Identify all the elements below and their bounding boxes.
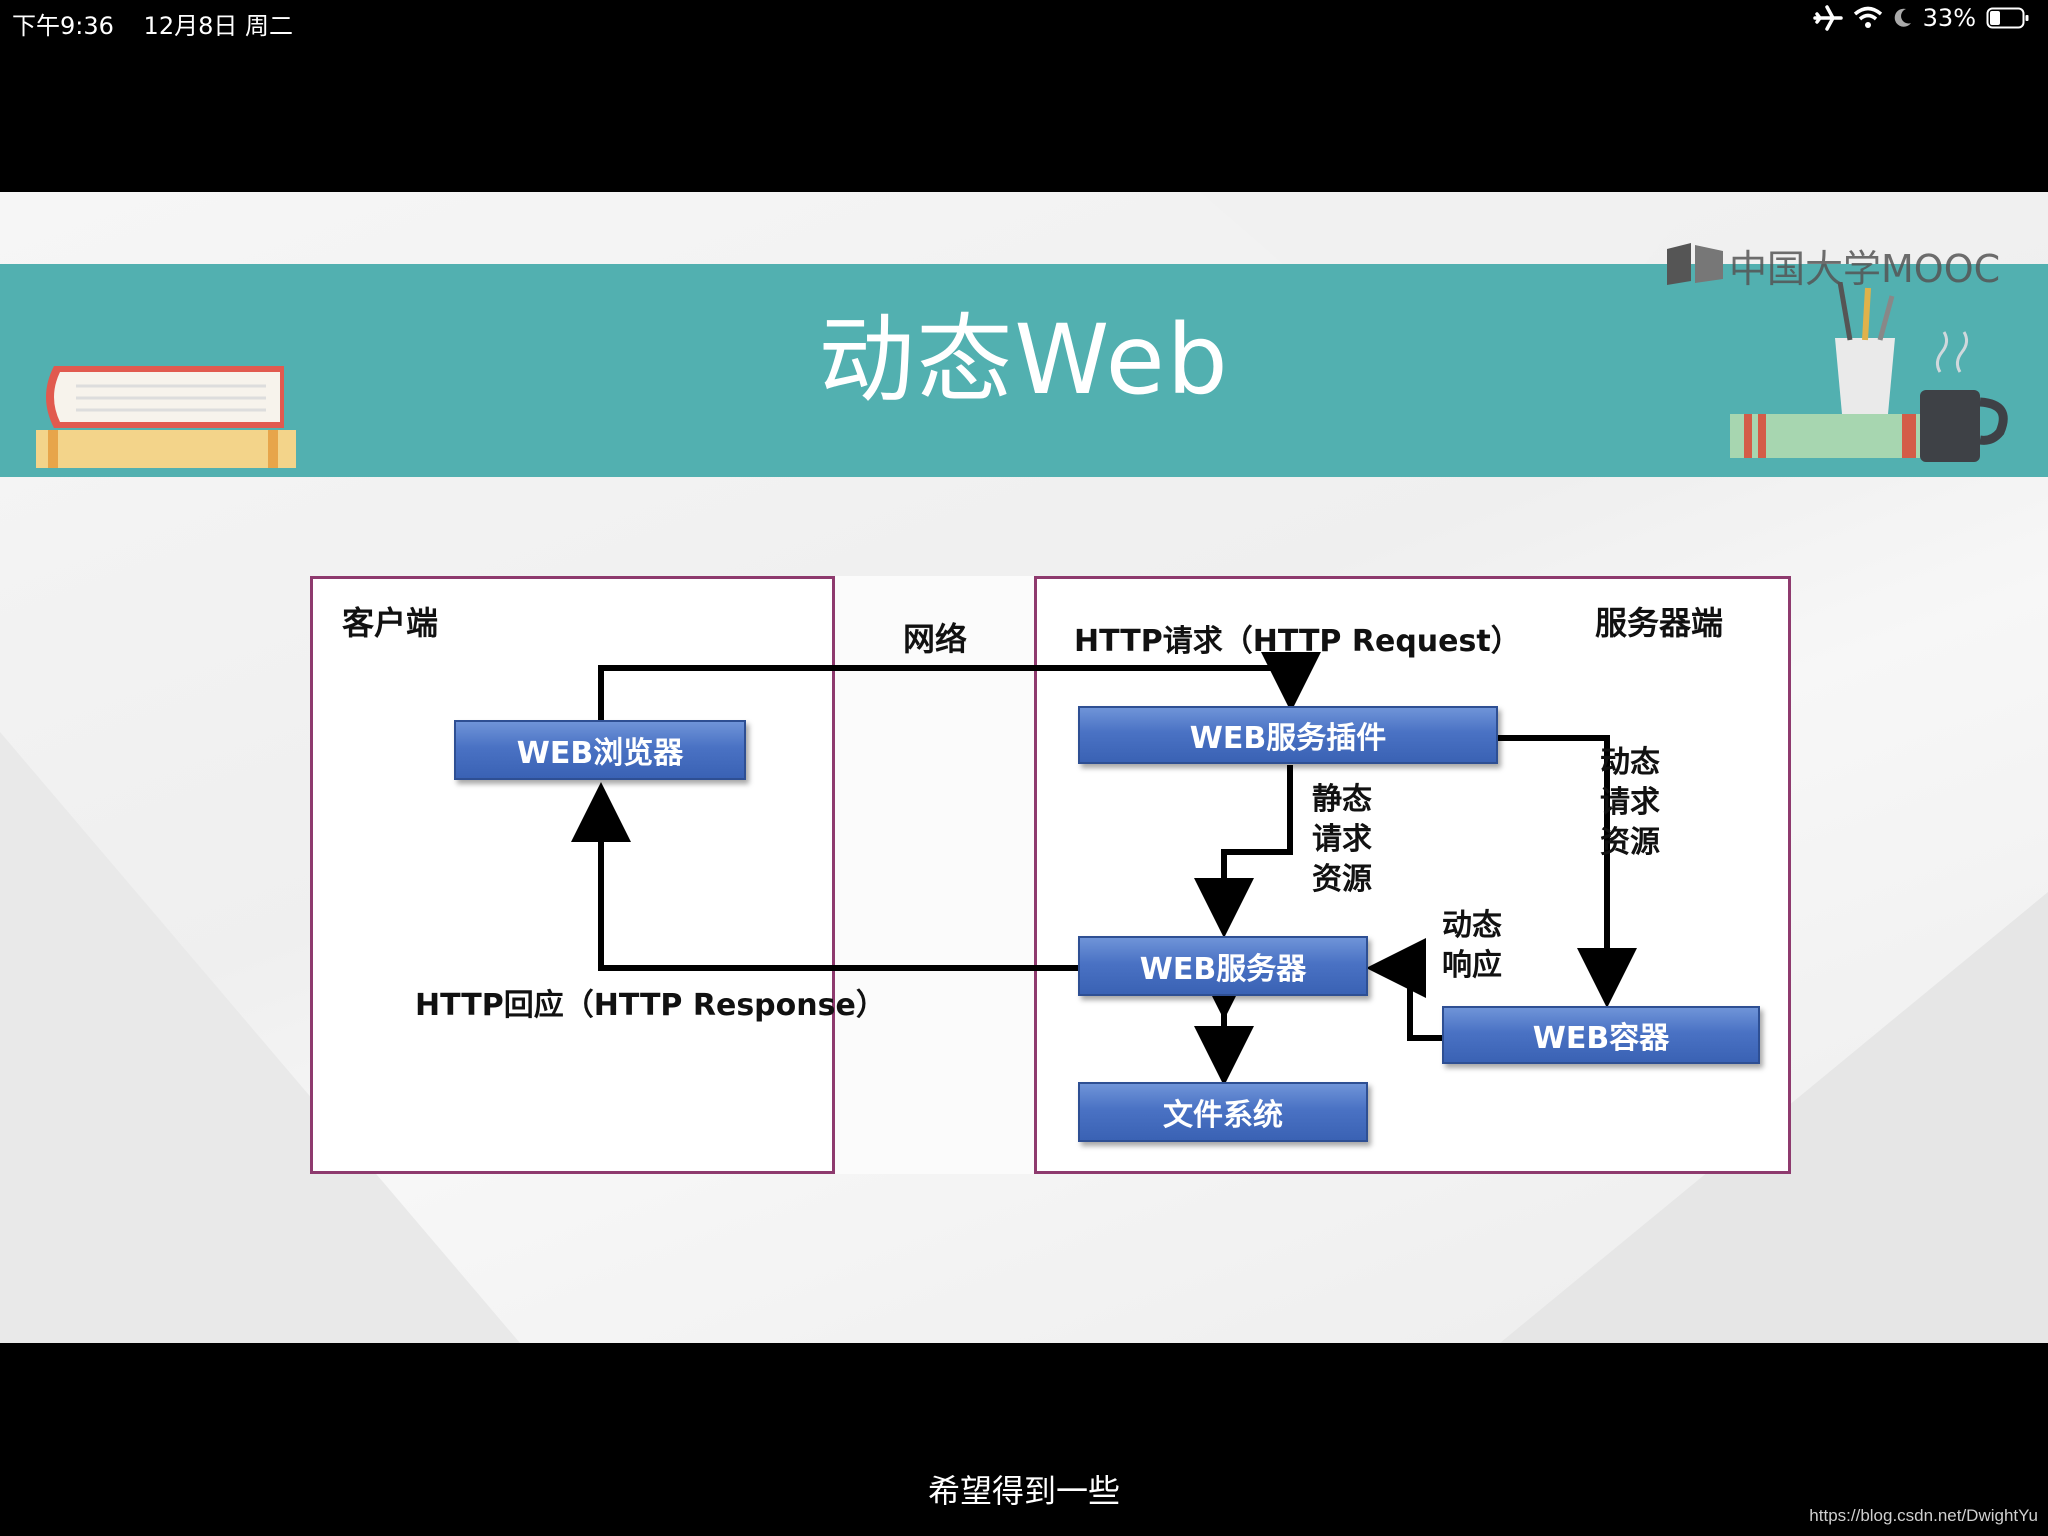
mooc-logo-text: 中国大学MOOC [1729,247,2001,291]
wifi-icon [1853,6,1883,30]
response-arrow [571,782,1078,971]
server-label: 服务器端 [1595,604,1724,642]
dynamic-response-arrow [1366,938,1442,1041]
web-plugin-node: WEB服务插件 [1078,706,1498,764]
dynamic-request-label: 动态 请求 资源 [1600,745,1660,860]
static-request-label: 静态 请求 资源 [1312,782,1372,897]
http-request-label: HTTP请求（HTTP Request） [1074,624,1521,659]
book-logo-icon [1665,241,1725,291]
client-label: 客户端 [342,604,439,642]
server-panel [1034,576,1791,1174]
dynamic-request-arrow [1497,735,1637,1008]
video-subtitle: 希望得到一些 [927,1472,1120,1510]
title-banner [0,264,2048,477]
dynamic-response-label: 动态 响应 [1442,908,1502,983]
slide-title: 动态Web [818,304,1230,416]
moon-icon [1893,7,1913,29]
web-browser-node: WEB浏览器 [454,720,746,780]
status-date: 12月8日 周二 [143,12,293,40]
client-panel [310,576,835,1174]
airplane-icon [1812,5,1843,31]
http-response-label: HTTP回应（HTTP Response） [415,988,886,1023]
status-bar: 下午9:36 12月8日 周二 33% [0,0,2048,40]
battery-percent: 33% [1922,4,1976,32]
network-panel [835,576,1035,1174]
network-label: 网络 [903,620,968,658]
status-left: 下午9:36 12月8日 周二 [12,6,315,41]
filesystem-node: 文件系统 [1078,1082,1368,1142]
static-request-arrow [1194,765,1293,938]
mooc-logo: 中国大学MOOC [1665,238,2000,293]
battery-icon [1986,6,2030,30]
web-container-node: WEB容器 [1442,1006,1760,1064]
desk-decor-icon [1730,282,2008,462]
status-right: 33% [1812,4,2030,32]
request-arrow [598,652,1321,720]
status-time: 下午9:36 [12,12,114,40]
watermark: https://blog.csdn.net/DwightYu [1809,1506,2038,1525]
book-stack-icon [36,366,296,468]
web-server-node: WEB服务器 [1078,936,1368,996]
